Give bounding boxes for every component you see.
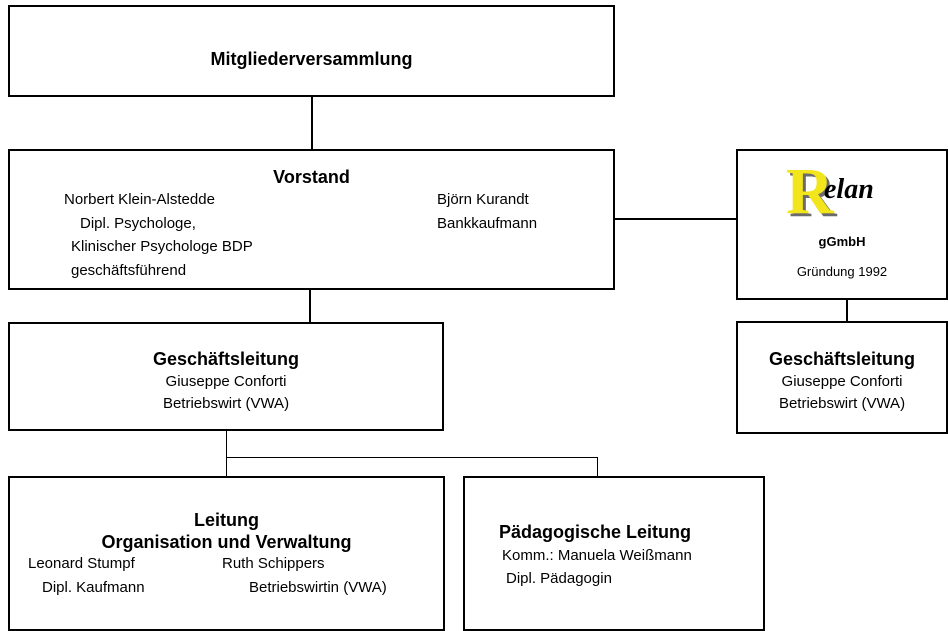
relan-logo-letter: R xyxy=(786,155,834,228)
mitgliederversammlung-box: Mitgliederversammlung xyxy=(8,5,615,97)
geschaeftsleitung-box: Geschäftsleitung Giuseppe Conforti Betri… xyxy=(8,322,444,431)
connector-vorstand-geschaeftsleitung xyxy=(309,289,311,323)
vorstand-member-1-line-4: geschäftsführend xyxy=(71,262,187,279)
relan-founded: Gründung 1992 xyxy=(796,264,888,279)
geschaeftsleitung-role: Betriebswirt (VWA) xyxy=(162,395,290,412)
leitung-organisation-title-1: Leitung xyxy=(194,510,259,530)
relan-geschaeftsleitung-box: Geschäftsleitung Giuseppe Conforti Betri… xyxy=(736,321,948,434)
mitgliederversammlung-title: Mitgliederversammlung xyxy=(210,49,413,69)
relan-logo-text: elan xyxy=(824,174,874,205)
vorstand-member-2-role: Bankkaufmann xyxy=(437,215,538,232)
connector-horizontal-branch xyxy=(226,457,598,458)
leitung-person-1-role: Dipl. Kaufmann xyxy=(42,579,145,596)
paedagogische-leitung-name: Komm.: Manuela Weißmann xyxy=(502,547,692,564)
relan-box: R elan gGmbH Gründung 1992 xyxy=(736,149,948,300)
leitung-person-2-name: Ruth Schippers xyxy=(222,555,325,572)
connector-vorstand-relan xyxy=(613,218,737,220)
connector-relan-geschaeftsleitung xyxy=(846,300,848,322)
geschaeftsleitung-name: Giuseppe Conforti xyxy=(165,373,287,390)
paedagogische-leitung-title: Pädagogische Leitung xyxy=(499,522,692,542)
vorstand-title: Vorstand xyxy=(273,167,350,187)
relan-geschaeftsleitung-title: Geschäftsleitung xyxy=(768,349,916,369)
relan-geschaeftsleitung-role: Betriebswirt (VWA) xyxy=(778,395,906,412)
leitung-organisation-box: Leitung Organisation und Verwaltung Leon… xyxy=(8,476,445,631)
relan-company: gGmbH xyxy=(818,234,866,249)
connector-geschaeftsleitung-down xyxy=(226,430,227,457)
leitung-person-1-name: Leonard Stumpf xyxy=(28,555,135,572)
relan-geschaeftsleitung-name: Giuseppe Conforti xyxy=(781,373,903,390)
leitung-organisation-title-2: Organisation und Verwaltung xyxy=(101,532,352,552)
leitung-person-2-role: Betriebswirtin (VWA) xyxy=(249,579,387,596)
vorstand-member-1-name: Norbert Klein-Alstedde xyxy=(64,191,215,208)
connector-mitglieder-vorstand xyxy=(311,96,313,150)
relan-logo: R elan xyxy=(786,157,916,231)
vorstand-member-2-name: Björn Kurandt xyxy=(437,191,529,208)
connector-branch-leitung xyxy=(226,457,227,477)
paedagogische-leitung-box: Pädagogische Leitung Komm.: Manuela Weiß… xyxy=(463,476,765,631)
connector-branch-paed xyxy=(597,457,598,477)
vorstand-box: Vorstand Norbert Klein-Alstedde Dipl. Ps… xyxy=(8,149,615,290)
vorstand-member-1-line-2: Dipl. Psychologe, xyxy=(80,215,196,232)
vorstand-member-1-line-3: Klinischer Psychologe BDP xyxy=(71,238,253,255)
geschaeftsleitung-title: Geschäftsleitung xyxy=(152,349,300,369)
paedagogische-leitung-role: Dipl. Pädagogin xyxy=(506,570,612,587)
